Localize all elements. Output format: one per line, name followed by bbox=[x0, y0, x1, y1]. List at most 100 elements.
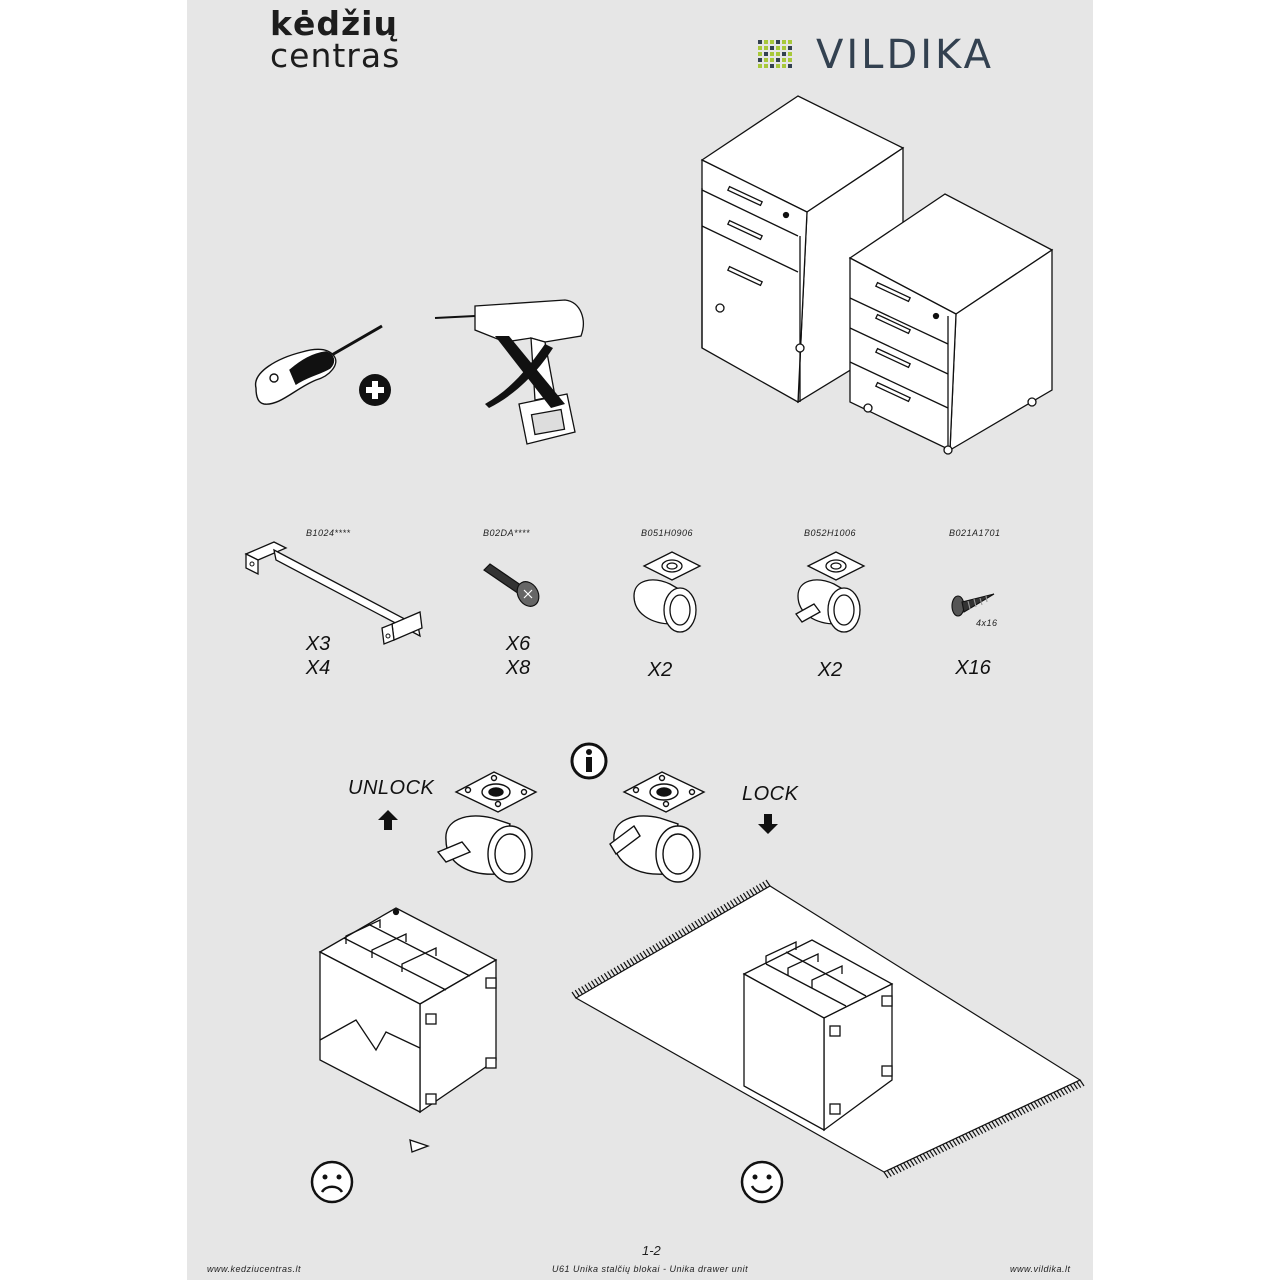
carpet-fringe bbox=[1007, 1113, 1013, 1121]
logo-line-1: kėdžių bbox=[270, 4, 398, 43]
carpet-fringe bbox=[733, 898, 739, 905]
vildika-dot bbox=[776, 58, 780, 62]
carpet-fringe bbox=[1050, 1093, 1056, 1101]
carpet-fringe bbox=[762, 881, 768, 889]
carpet-fringe bbox=[607, 971, 613, 978]
carpet-fringe bbox=[1043, 1096, 1049, 1104]
vildika-dot bbox=[788, 46, 792, 50]
carpet-fringe bbox=[746, 890, 752, 898]
vildika-dot bbox=[788, 58, 792, 62]
carpet-fringe bbox=[723, 903, 729, 911]
sad-face-icon bbox=[310, 1160, 354, 1204]
vildika-dot bbox=[758, 52, 762, 56]
vildika-dot bbox=[764, 58, 768, 62]
carpet-fringe bbox=[707, 913, 713, 920]
vildika-dot bbox=[776, 40, 780, 44]
vildika-dot bbox=[758, 46, 762, 50]
carpet-fringe bbox=[694, 920, 700, 928]
footer-product-title: U61 Unika stalčių blokai - Unika drawer … bbox=[552, 1264, 749, 1274]
vildika-dot bbox=[764, 64, 768, 68]
vildika-dot bbox=[758, 64, 762, 68]
carpet-fringe bbox=[678, 930, 684, 937]
caster-locked-icon bbox=[609, 771, 706, 883]
carpet-fringe bbox=[600, 974, 606, 982]
vildika-dot bbox=[788, 52, 792, 56]
carpet-fringe bbox=[1040, 1098, 1046, 1105]
qty-bolt-a: X6 bbox=[505, 633, 531, 655]
carpet-fringe bbox=[997, 1118, 1003, 1125]
carpet-fringe bbox=[620, 963, 625, 971]
carpet-fringe bbox=[623, 961, 629, 969]
carpet-fringe bbox=[613, 967, 619, 975]
footer-left-url[interactable]: www.kedziucentras.lt bbox=[207, 1264, 302, 1274]
carpet-fringe bbox=[658, 941, 664, 948]
carpet-fringe bbox=[1004, 1114, 1010, 1122]
part-code-caster: B051H0906 bbox=[641, 528, 694, 538]
cross-mark-icon bbox=[485, 336, 565, 408]
carpet-fringe bbox=[668, 935, 674, 943]
cabinet-on-carpet-illustration bbox=[571, 879, 1085, 1179]
carpet-fringe bbox=[632, 956, 638, 963]
carpet-fringe bbox=[665, 937, 671, 945]
carpet-fringe bbox=[1037, 1099, 1043, 1107]
carpet-fringe bbox=[684, 926, 690, 933]
carpet-fringe bbox=[1053, 1091, 1059, 1099]
carpet-fringe bbox=[932, 1148, 938, 1156]
carpet-fringe bbox=[935, 1147, 941, 1154]
carpet-fringe bbox=[883, 1171, 889, 1179]
qty-screw: X16 bbox=[955, 657, 991, 679]
part-code-bolt: B02DA**** bbox=[483, 528, 531, 538]
cabinet-damaged-illustration bbox=[318, 907, 498, 1153]
page-number: 1-2 bbox=[642, 1243, 661, 1258]
vildika-dot bbox=[776, 52, 780, 56]
carpet-fringe bbox=[603, 973, 609, 980]
vildika-logo: VILDIKA bbox=[756, 32, 991, 79]
carpet-fringe bbox=[952, 1139, 958, 1147]
vildika-dot bbox=[770, 46, 774, 50]
vildika-dot bbox=[782, 40, 786, 44]
qty-handle-b: X4 bbox=[305, 657, 331, 679]
vildika-dot bbox=[776, 64, 780, 68]
part-code-screw: B021A1701 bbox=[949, 528, 1001, 538]
carpet-fringe bbox=[626, 959, 632, 967]
carpet-fringe bbox=[645, 948, 651, 956]
carpet-fringe bbox=[629, 958, 635, 965]
qty-handle-a: X3 bbox=[305, 633, 331, 655]
vildika-dot bbox=[788, 40, 792, 44]
carpet-fringe bbox=[1056, 1090, 1062, 1098]
carpet-fringe bbox=[691, 922, 697, 930]
carpet-fringe bbox=[1023, 1105, 1029, 1113]
carpet-fringe bbox=[577, 987, 583, 995]
bolt-icon bbox=[483, 563, 540, 607]
carpet-fringe bbox=[739, 894, 745, 902]
vildika-dot bbox=[770, 58, 774, 62]
carpet-fringe bbox=[965, 1133, 971, 1140]
carpet-fringe bbox=[736, 896, 742, 904]
carpet-fringe bbox=[742, 892, 748, 900]
info-icon bbox=[570, 742, 608, 780]
carpet-fringe bbox=[978, 1127, 984, 1134]
unlock-label: UNLOCK bbox=[348, 777, 435, 799]
vildika-dot bbox=[776, 46, 780, 50]
happy-face-icon bbox=[740, 1160, 784, 1204]
carpet-fringe bbox=[974, 1128, 980, 1136]
carpet-fringe bbox=[945, 1142, 951, 1150]
carpet-fringe bbox=[1020, 1107, 1026, 1114]
carpet-fringe bbox=[890, 1168, 896, 1176]
carpet-fringe bbox=[1010, 1111, 1016, 1119]
footer-right-url[interactable]: www.vildika.lt bbox=[1010, 1264, 1071, 1274]
carpet-fringe bbox=[704, 915, 710, 922]
vildika-dot bbox=[782, 52, 786, 56]
vildika-dot bbox=[770, 52, 774, 56]
carpet-fringe bbox=[1072, 1082, 1078, 1090]
carpet-fringe bbox=[968, 1131, 974, 1139]
carpet-fringe bbox=[639, 952, 645, 960]
carpet-fringe bbox=[571, 991, 577, 999]
handle-icon bbox=[244, 541, 423, 645]
carpet-fringe bbox=[616, 965, 622, 973]
vildika-dot bbox=[782, 64, 786, 68]
carpet-fringe bbox=[652, 945, 658, 952]
carpet-fringe bbox=[929, 1150, 935, 1157]
drill-icon bbox=[434, 299, 584, 445]
carpet-fringe bbox=[971, 1130, 977, 1137]
